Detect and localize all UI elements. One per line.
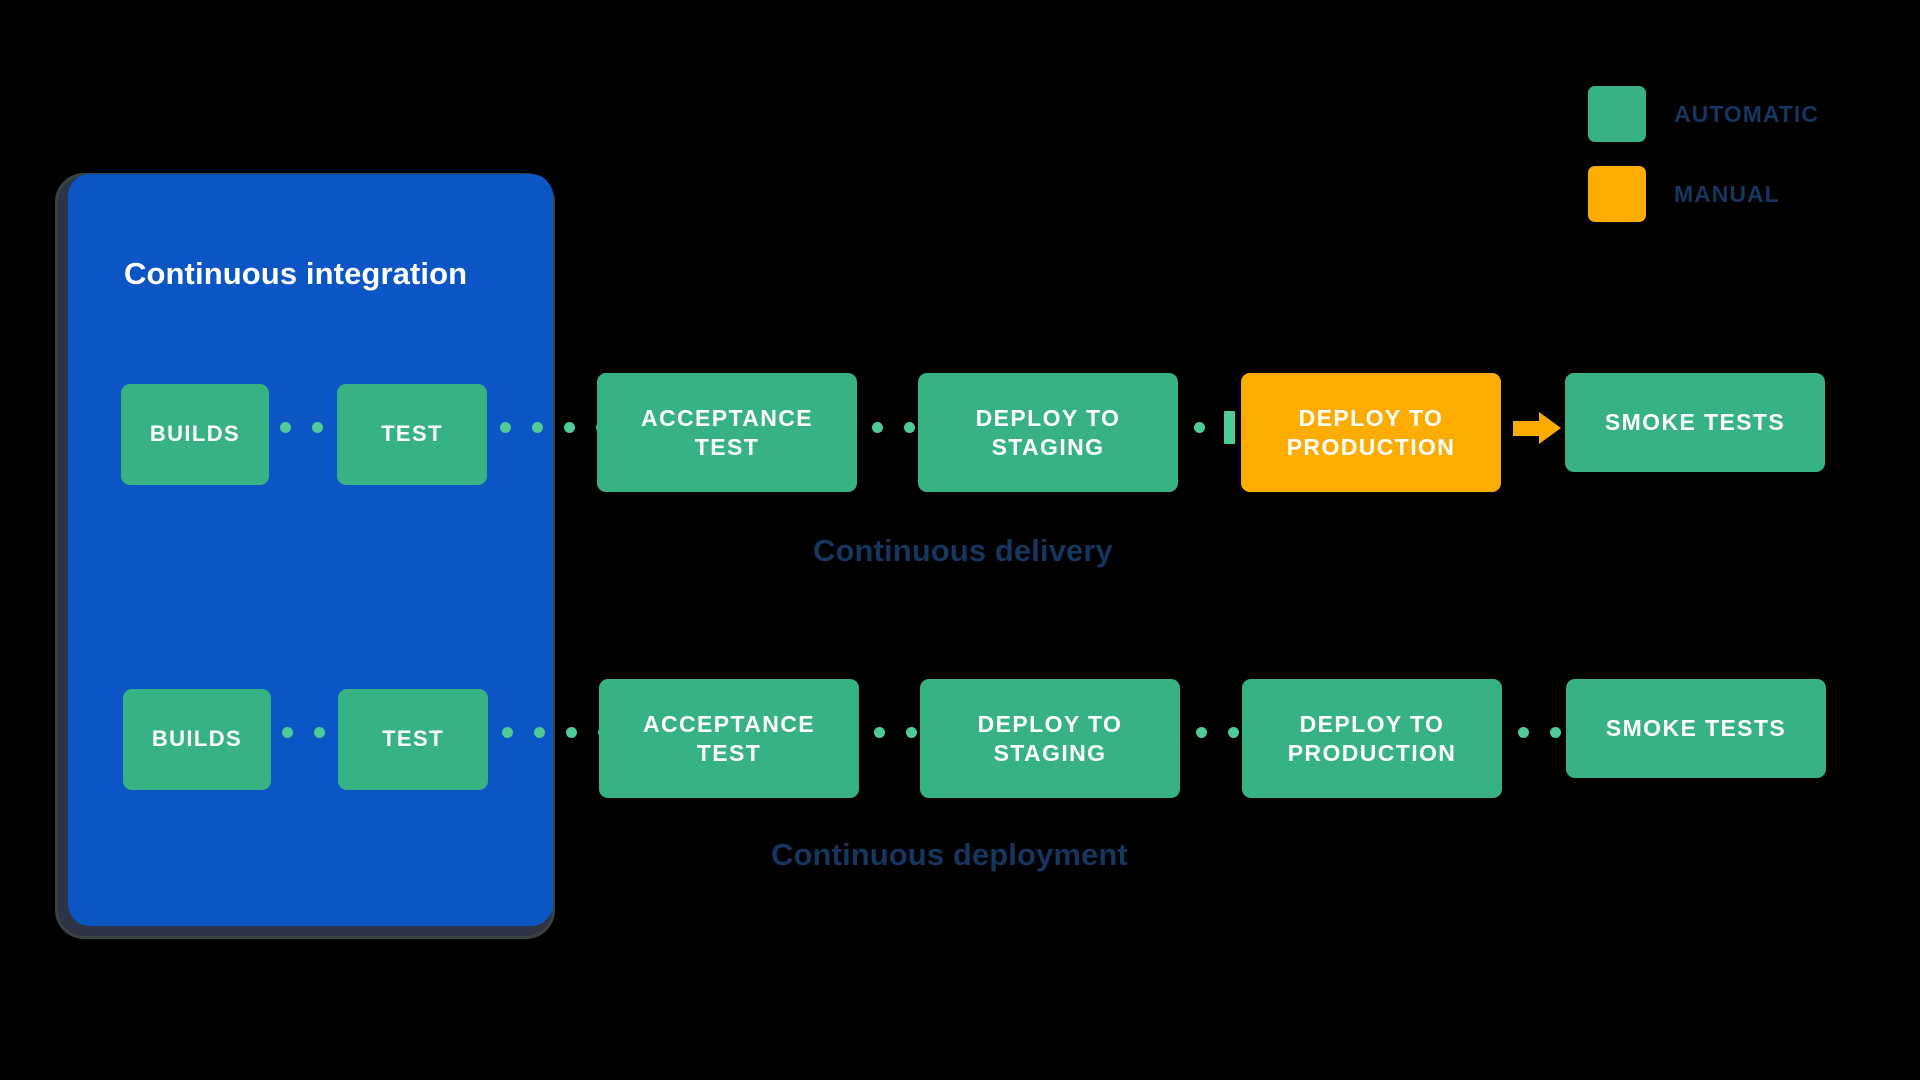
node-smoke-tests-deployment[interactable]: SMOKE TESTS xyxy=(1566,679,1826,778)
legend: AUTOMATIC MANUAL xyxy=(1588,86,1888,246)
caption-continuous-deployment: Continuous deployment xyxy=(771,837,1128,872)
legend-swatch-automatic xyxy=(1588,86,1646,142)
continuous-integration-title: Continuous integration xyxy=(124,256,468,291)
legend-label-manual: MANUAL xyxy=(1674,180,1780,207)
node-builds-deployment[interactable]: BUILDS xyxy=(123,689,271,790)
node-deploy-to-staging-delivery[interactable]: DEPLOY TO STAGING xyxy=(918,373,1178,492)
legend-swatch-manual xyxy=(1588,166,1646,222)
connector-builds-test-deployment xyxy=(282,727,357,738)
node-deploy-to-production-deployment[interactable]: DEPLOY TO PRODUCTION xyxy=(1242,679,1502,798)
node-test-delivery[interactable]: TEST xyxy=(337,384,487,485)
legend-item-automatic: AUTOMATIC xyxy=(1588,86,1888,142)
connector-staging-production-gate-dot xyxy=(1194,422,1206,433)
connector-test-acceptance-deployment xyxy=(502,727,609,738)
connector-test-acceptance-delivery xyxy=(500,422,607,433)
arrow-production-smoke-icon xyxy=(1513,412,1561,444)
node-builds-delivery[interactable]: BUILDS xyxy=(121,384,269,485)
legend-label-automatic: AUTOMATIC xyxy=(1674,100,1819,127)
manual-gate-bar xyxy=(1224,411,1235,444)
node-acceptance-test-delivery[interactable]: ACCEPTANCE TEST xyxy=(597,373,857,492)
node-test-deployment[interactable]: TEST xyxy=(338,689,488,790)
node-smoke-tests-delivery[interactable]: SMOKE TESTS xyxy=(1565,373,1825,472)
node-acceptance-test-deployment[interactable]: ACCEPTANCE TEST xyxy=(599,679,859,798)
caption-continuous-delivery: Continuous delivery xyxy=(813,533,1113,568)
connector-builds-test-delivery xyxy=(280,422,355,433)
node-deploy-to-staging-deployment[interactable]: DEPLOY TO STAGING xyxy=(920,679,1180,798)
node-deploy-to-production-delivery[interactable]: DEPLOY TO PRODUCTION xyxy=(1241,373,1501,492)
legend-item-manual: MANUAL xyxy=(1588,166,1888,222)
continuous-integration-panel xyxy=(68,174,553,926)
